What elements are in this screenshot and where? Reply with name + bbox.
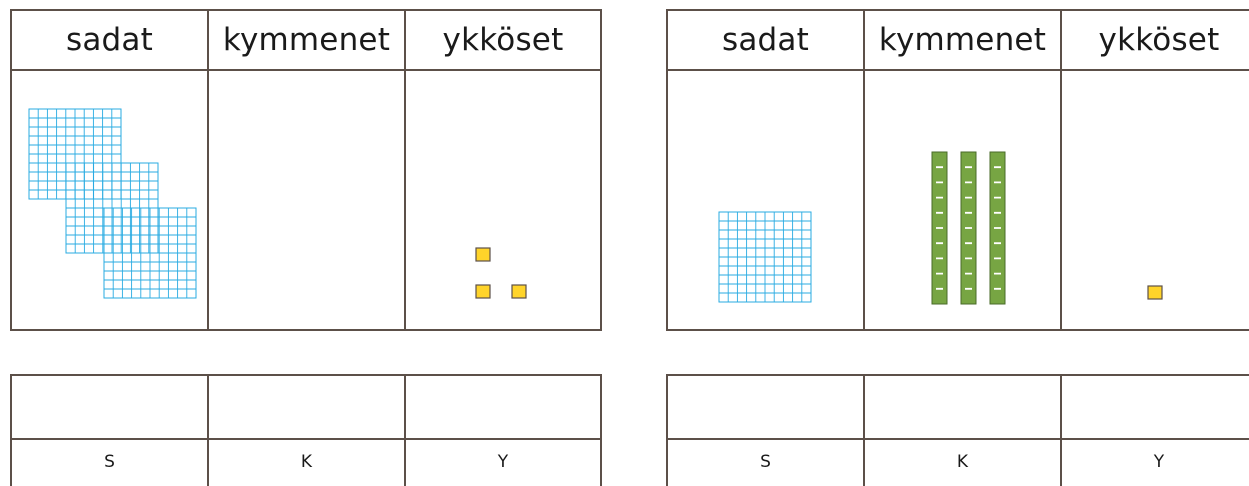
one-cube [475, 247, 491, 262]
hundreds-column [668, 71, 865, 329]
ten-rod [989, 151, 1006, 305]
header-tens: kymmenet [209, 11, 406, 71]
tens-column [865, 71, 1062, 329]
hundred-block [718, 211, 812, 303]
ten-rod [931, 151, 948, 305]
hundreds-blocks [718, 211, 812, 303]
one-cube [1147, 285, 1163, 300]
answer-tens[interactable] [865, 376, 1062, 440]
header-hundreds: sadat [668, 11, 865, 71]
place-value-chart-2: sadat kymmenet ykköset [666, 9, 1249, 331]
label-ones: Y [1153, 452, 1165, 472]
answer-hundreds[interactable] [668, 376, 865, 440]
label-hundreds: S [668, 440, 865, 486]
tens-rods [931, 151, 1006, 305]
answer-tens[interactable] [209, 376, 406, 440]
answer-ones[interactable] [406, 376, 600, 440]
header-ones: ykköset [406, 11, 600, 71]
hundreds-column [12, 71, 209, 329]
hundred-block [103, 207, 197, 299]
ones-blocks [475, 247, 527, 299]
answer-ones[interactable] [1062, 376, 1249, 440]
label-hundreds: S [12, 440, 209, 486]
answer-table-2: S K Y [666, 374, 1249, 486]
label-tens: K [209, 440, 406, 486]
ones-column [406, 71, 600, 329]
header-tens: kymmenet [865, 11, 1062, 71]
ones-blocks [1147, 285, 1163, 300]
one-cube [475, 284, 491, 299]
one-cube [511, 284, 527, 299]
place-value-chart-1: sadat kymmenet ykköset [10, 9, 602, 331]
header-hundreds: sadat [12, 11, 209, 71]
answer-table-1: S K Y [10, 374, 602, 486]
header-ones: ykköset [1062, 11, 1249, 71]
tens-column [209, 71, 406, 329]
label-ones: Y [497, 452, 509, 472]
ones-column [1062, 71, 1249, 329]
ten-rod [960, 151, 977, 305]
label-tens: K [865, 440, 1062, 486]
answer-hundreds[interactable] [12, 376, 209, 440]
hundreds-blocks [28, 108, 197, 299]
